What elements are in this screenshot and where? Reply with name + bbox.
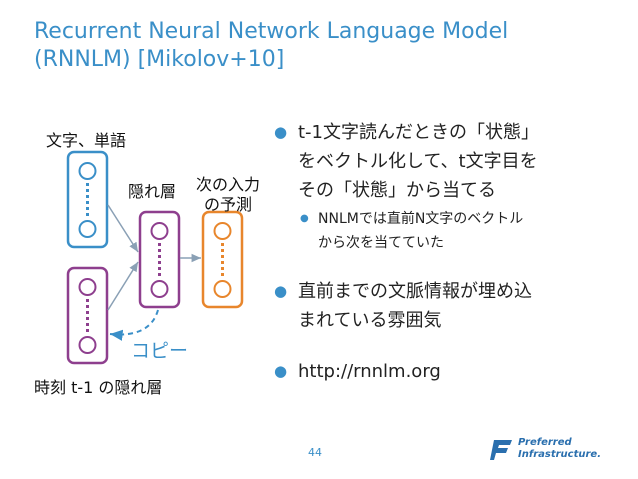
bullet-dot-icon: ● — [274, 362, 288, 380]
bullet-item-3: ● http://rnnlm.org — [270, 357, 620, 386]
bullet-item-2: ● 直前までの文脈情報が埋め込 まれている雰囲気 — [270, 277, 620, 335]
slide-title: Recurrent Neural Network Language Model … — [34, 18, 594, 74]
input-label: 文字、単語 — [46, 131, 127, 150]
title-line-2: (RNNLM) [Mikolov+10] — [34, 47, 285, 72]
sub-bullet-line-2: から次を当てていた — [318, 235, 444, 251]
bullet-1-line-1: t-1文字読んだときの「状態」 — [298, 122, 540, 143]
bullet-1-line-2: をベクトル化して、t文字目を — [298, 151, 538, 172]
output-label-line2: の予測 — [204, 195, 253, 214]
bullet-item-1: ● t-1文字読んだときの「状態」 をベクトル化して、t文字目を その「状態」か… — [270, 118, 620, 205]
connection-arrows — [107, 204, 201, 311]
bullet-dot-icon: ● — [274, 282, 288, 300]
company-logo: Preferred Infrastructure. — [490, 436, 630, 466]
hidden-layer-box — [138, 210, 181, 309]
output-layer-box — [201, 210, 244, 309]
rnnlm-diagram — [66, 150, 244, 365]
sub-bullet-item-1: ● NNLMでは直前N文字のベクトル から次を当てていた — [270, 207, 620, 255]
page-number: 44 — [308, 446, 322, 459]
bullet-list: ● t-1文字読んだときの「状態」 をベクトル化して、t文字目を その「状態」か… — [270, 118, 620, 386]
logo-mark-icon — [490, 440, 512, 460]
input-layer-box — [66, 150, 109, 249]
prev-hidden-label: 時刻 t-1 の隠れ層 — [34, 378, 163, 397]
copy-arrow — [109, 309, 159, 341]
logo-line-2: Infrastructure. — [518, 449, 601, 460]
logo-text: Preferred Infrastructure. — [518, 437, 601, 461]
bullet-dot-icon: ● — [274, 123, 288, 141]
bullet-2-line-1: 直前までの文脈情報が埋め込 — [298, 281, 532, 302]
output-label-line1: 次の入力 — [196, 175, 261, 194]
title-line-1: Recurrent Neural Network Language Model — [34, 19, 509, 44]
sub-bullet-dot-icon: ● — [300, 213, 309, 224]
bullet-3-link[interactable]: http://rnnlm.org — [298, 361, 441, 382]
logo-line-1: Preferred — [518, 437, 572, 448]
copy-label: コピー — [131, 340, 189, 362]
sub-bullet-line-1: NNLMでは直前N文字のベクトル — [318, 211, 524, 227]
prev-hidden-layer-box — [66, 266, 109, 365]
bullet-2-line-2: まれている雰囲気 — [298, 310, 442, 331]
hidden-label: 隠れ層 — [128, 182, 177, 201]
bullet-1-line-3: その「状態」から当てる — [298, 180, 496, 201]
